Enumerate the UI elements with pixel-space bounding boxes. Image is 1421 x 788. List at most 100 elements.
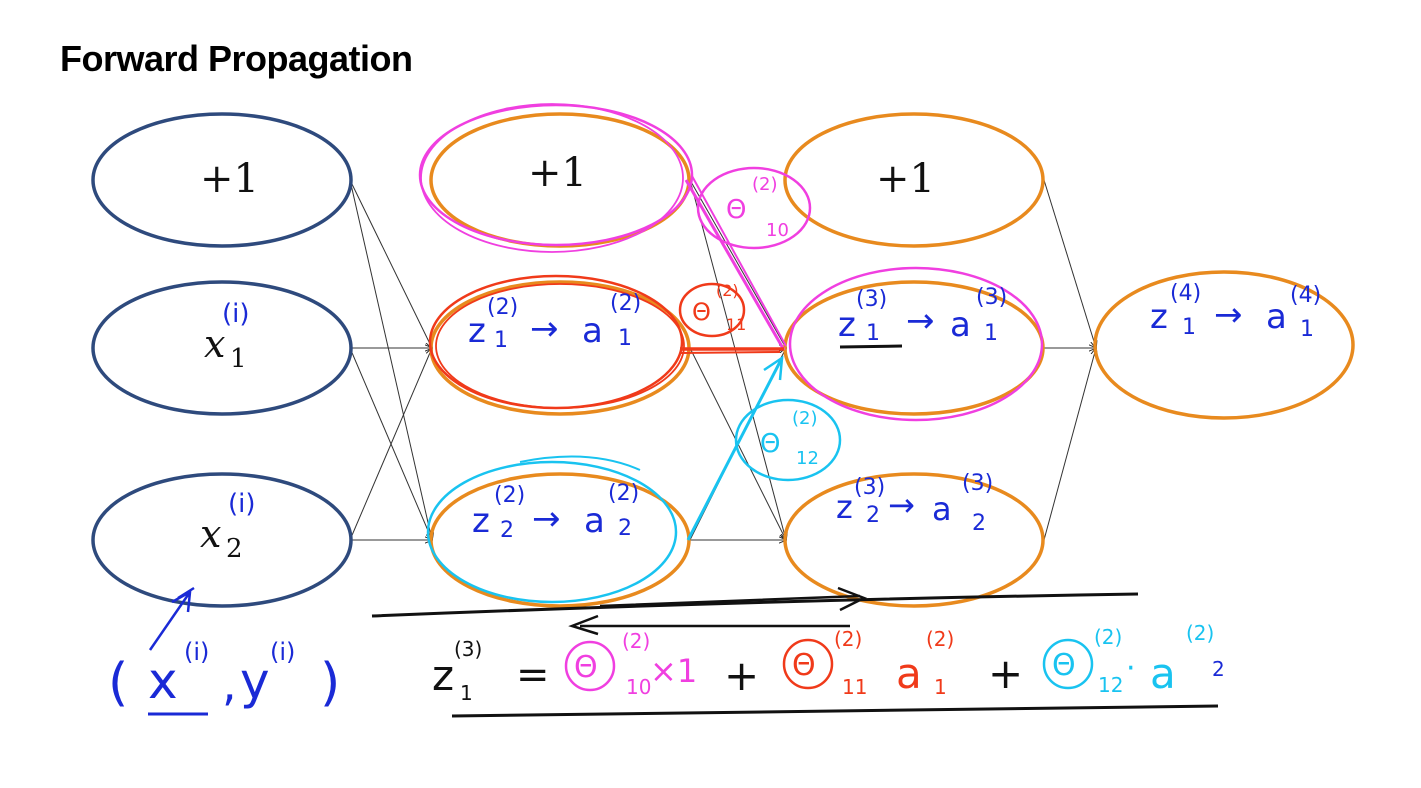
annotation-theta-11-ring bbox=[678, 282, 746, 338]
edge-l3-bias-to-l4-n1 bbox=[1043, 179, 1096, 348]
equation-lhs-z: z bbox=[432, 651, 454, 700]
equation-term3-a: a bbox=[1150, 649, 1176, 698]
equation-top-line bbox=[371, 592, 1139, 618]
equation-term3-dot: · bbox=[1126, 651, 1136, 686]
node-l1-x1-symbol: x bbox=[204, 322, 225, 366]
equation-term3-sup: (2) bbox=[1094, 625, 1122, 649]
equation-term3-symbol: Θ bbox=[1052, 648, 1076, 683]
node-l4-n1-arrow: → bbox=[1214, 295, 1243, 335]
layer-4: z (4) 1 → a (4) 1 bbox=[1093, 270, 1355, 420]
node-l1-x2-superscript: (i) bbox=[228, 489, 256, 519]
node-l3-n2-z-sup: (3) bbox=[854, 475, 885, 500]
node-l2-n1-a: a bbox=[582, 311, 603, 351]
highlight-l2-n2-cyan-tail bbox=[519, 455, 641, 471]
node-l1-x2-symbol: x bbox=[200, 512, 221, 556]
node-l2-n1-a-sup: (2) bbox=[610, 291, 641, 316]
node-l2-n2-arrow: → bbox=[532, 499, 561, 539]
node-l3-n2-arrow: → bbox=[888, 486, 915, 524]
edge-l2-bias-to-l3-n2 bbox=[689, 179, 786, 540]
node-l4-n1 bbox=[1093, 270, 1355, 420]
cyan-weight-arrowhead bbox=[763, 355, 784, 381]
highlight-l2-n1-red-2 bbox=[435, 283, 685, 409]
node-l2-n2 bbox=[429, 472, 691, 608]
equation-term1-ring bbox=[564, 640, 616, 692]
node-l1-bias bbox=[91, 112, 353, 248]
sample-x-sup: (i) bbox=[184, 638, 209, 666]
node-l3-n1-z: z bbox=[838, 305, 856, 345]
annotation-theta-10-ring bbox=[696, 166, 812, 250]
equation-plus-1: + bbox=[724, 651, 759, 700]
node-l2-n1-z: z bbox=[468, 311, 486, 351]
equation-term2-ring bbox=[782, 638, 834, 690]
sample-arrow bbox=[148, 586, 195, 651]
node-l3-n1-z-sup: (3) bbox=[856, 287, 887, 312]
annotation-theta-11-symbol: Θ bbox=[692, 298, 711, 326]
annotation-theta-12: Θ (2) 12 bbox=[734, 398, 842, 482]
highlight-l2-bias-magenta-2 bbox=[420, 103, 684, 253]
magenta-weight-stroke-2 bbox=[691, 175, 787, 347]
highlight-l2-n2-cyan bbox=[426, 460, 678, 604]
sample-y: y bbox=[240, 652, 270, 710]
node-l2-n1-a-sub: 1 bbox=[618, 326, 632, 351]
equation-term1-sub: 10 bbox=[626, 675, 651, 699]
equation-plus-2: + bbox=[988, 649, 1023, 698]
equation-term2-symbol: Θ bbox=[792, 648, 816, 683]
highlight-l3-n1-magenta bbox=[788, 266, 1044, 422]
equation: z (3) 1 = Θ (2) 10 ×1 + Θ (2) 11 a (2) 1… bbox=[432, 621, 1225, 705]
node-l1-x2-subscript: 2 bbox=[226, 534, 243, 564]
edge-l1-bias-to-l2-n2 bbox=[349, 179, 432, 540]
slide-title: Forward Propagation bbox=[60, 38, 413, 79]
node-l4-n1-a-sup: (4) bbox=[1290, 283, 1321, 308]
node-l3-bias bbox=[783, 112, 1045, 248]
equation-equals: = bbox=[516, 652, 550, 698]
annotation-theta-11-sup: (2) bbox=[716, 281, 739, 300]
node-l3-n1-arrow: → bbox=[906, 301, 935, 341]
weight-highlights bbox=[679, 175, 787, 541]
annotation-theta-10-sup: (2) bbox=[752, 174, 778, 195]
edge-l1-bias-to-l2-n1 bbox=[349, 179, 432, 348]
node-l4-n1-z-sub: 1 bbox=[1182, 315, 1196, 340]
equation-term1-symbol: Θ bbox=[574, 650, 598, 685]
equation-term2-a: a bbox=[896, 649, 922, 698]
equation-term1-sup: (2) bbox=[622, 629, 650, 653]
node-l4-n1-z: z bbox=[1150, 297, 1168, 337]
node-l3-n2-a: a bbox=[932, 490, 952, 528]
node-l2-n2-z-sup: (2) bbox=[494, 483, 525, 508]
node-l3-n2-a-sup: (3) bbox=[962, 471, 993, 496]
annotation-theta-12-sub: 12 bbox=[796, 448, 819, 469]
equation-term3-a-sup: (2) bbox=[1186, 621, 1214, 645]
equation-term1-mult: ×1 bbox=[650, 652, 697, 690]
edge-l3-n2-to-l4-n1 bbox=[1043, 348, 1096, 541]
node-l1-x1-superscript: (i) bbox=[222, 299, 250, 329]
equation-back-arrow bbox=[568, 614, 850, 636]
equation-term2-a-sup: (2) bbox=[926, 627, 954, 651]
node-l1-bias-label: +1 bbox=[200, 156, 259, 202]
node-l1-x2 bbox=[91, 472, 353, 608]
equation-term2-a-sub: 1 bbox=[934, 675, 947, 699]
annotation-theta-10-sub: 10 bbox=[766, 220, 789, 241]
annotation-theta-11: Θ (2) 11 bbox=[678, 281, 746, 338]
equation-term2-sub: 11 bbox=[842, 675, 867, 699]
node-l4-n1-a: a bbox=[1266, 297, 1287, 337]
equation-term3-ring bbox=[1042, 638, 1094, 690]
node-l3-n1-a-sup: (3) bbox=[976, 285, 1007, 310]
layer-2: +1 z (2) 1 → a (2) 1 z (2) 2 → a (2) 2 bbox=[418, 103, 694, 608]
edge-l1-x2-to-l2-n1 bbox=[349, 348, 432, 541]
cyan-weight-stroke bbox=[686, 357, 784, 541]
equation-lhs-sup: (3) bbox=[454, 637, 482, 661]
node-l4-n1-z-sup: (4) bbox=[1170, 281, 1201, 306]
annotation-theta-10: Θ (2) 10 bbox=[696, 166, 812, 250]
sample-comma: , bbox=[222, 657, 237, 711]
node-l2-n1-arrow: → bbox=[530, 309, 559, 349]
node-l2-n1-z-sub: 1 bbox=[494, 328, 508, 353]
sample-open-paren: ( bbox=[108, 653, 128, 713]
equation-term3-a-sub: 2 bbox=[1212, 657, 1225, 681]
node-l2-n2-a: a bbox=[584, 501, 605, 541]
edge-l2-bias-to-l3-n1 bbox=[689, 179, 786, 348]
annotation-theta-11-sub: 11 bbox=[726, 315, 746, 334]
node-l2-n2-z-sub: 2 bbox=[500, 518, 514, 543]
node-l3-n1-z-underline bbox=[839, 344, 903, 349]
node-l2-bias-label: +1 bbox=[528, 150, 587, 196]
equation-term3-sub: 12 bbox=[1098, 673, 1123, 697]
